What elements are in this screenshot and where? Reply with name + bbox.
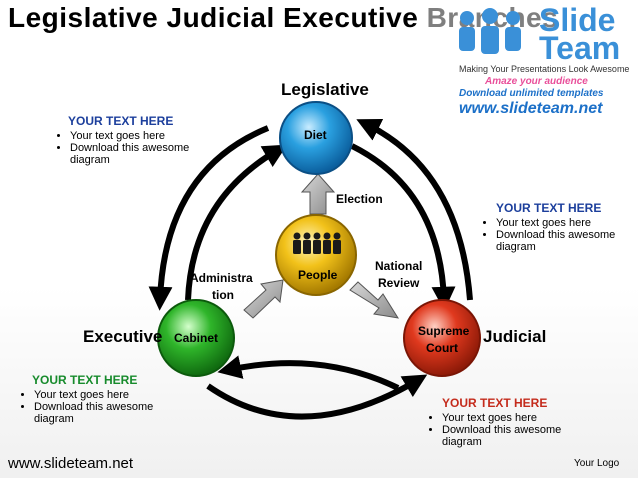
national-review-label-2: Review xyxy=(378,276,420,290)
brand-site: www.slideteam.net xyxy=(459,100,603,117)
title-main: Legislative Judicial Executive xyxy=(8,2,419,33)
tagline: Making Your Presentations Look Awesome xyxy=(459,64,630,74)
text-block-item: Your text goes here xyxy=(70,130,192,142)
people-label: People xyxy=(298,268,338,282)
arrow-judicial-to-cabinet xyxy=(217,355,400,391)
text-block-top-left: YOUR TEXT HERE Your text goes here Downl… xyxy=(52,114,192,166)
people-group-icon xyxy=(293,232,341,254)
arrow-judicial-to-diet xyxy=(356,119,473,301)
national-review-label-1: National xyxy=(375,259,423,273)
text-block-bottom-right: YOUR TEXT HERE Your text goes here Downl… xyxy=(424,396,564,448)
arrow-executive-to-diet xyxy=(185,144,288,301)
arrow-cabinet-to-judicial xyxy=(206,374,428,420)
text-block-heading: YOUR TEXT HERE xyxy=(32,373,138,387)
judicial-label: Judicial xyxy=(483,327,547,346)
election-label: Election xyxy=(336,192,383,206)
download-text: Download unlimited templates xyxy=(459,88,604,99)
text-block-bottom-left: YOUR TEXT HERE Your text goes here Downl… xyxy=(16,373,156,425)
text-block-item: Download this awesome diagram xyxy=(70,142,192,166)
text-block-heading: YOUR TEXT HERE xyxy=(68,114,174,128)
arrow-diet-to-executive xyxy=(148,125,270,311)
text-block-item: Your text goes here xyxy=(442,412,564,424)
national-review-arrow xyxy=(349,281,400,319)
brand-block: Slide Team Making Your Presentations Loo… xyxy=(455,2,635,118)
cabinet-node xyxy=(157,299,235,377)
supreme-court-node xyxy=(403,299,481,377)
supreme-label-1: Supreme xyxy=(418,324,470,338)
text-block-heading: YOUR TEXT HERE xyxy=(496,201,602,215)
people-node xyxy=(275,214,357,296)
footer-site: www.slideteam.net xyxy=(8,455,134,472)
text-block-item: Your text goes here xyxy=(496,217,618,229)
arrow-diet-to-judicial xyxy=(350,143,456,311)
administration-arrow xyxy=(243,279,284,319)
amaze-text: Amaze your audience xyxy=(485,76,588,87)
text-block-heading: YOUR TEXT HERE xyxy=(442,396,548,410)
administration-label-1: Administra xyxy=(190,271,253,285)
logo-team: Team xyxy=(539,30,621,66)
logo-slide: Slide xyxy=(539,2,616,38)
election-arrow xyxy=(300,173,336,215)
executive-label: Executive xyxy=(83,327,163,346)
diet-label: Diet xyxy=(304,128,327,142)
diet-node xyxy=(279,101,353,175)
administration-label-2: tion xyxy=(212,288,234,302)
text-block-right: YOUR TEXT HERE Your text goes here Downl… xyxy=(478,201,618,253)
text-block-item: Download this awesome diagram xyxy=(442,424,564,448)
text-block-item: Your text goes here xyxy=(34,389,156,401)
legislative-label: Legislative xyxy=(281,80,369,99)
your-logo-placeholder: Your Logo xyxy=(574,458,620,469)
cabinet-label: Cabinet xyxy=(174,331,219,345)
people-logo-icon xyxy=(459,8,521,54)
text-block-item: Download this awesome diagram xyxy=(496,229,618,253)
text-block-item: Download this awesome diagram xyxy=(34,401,156,425)
supreme-label-2: Court xyxy=(426,341,458,355)
